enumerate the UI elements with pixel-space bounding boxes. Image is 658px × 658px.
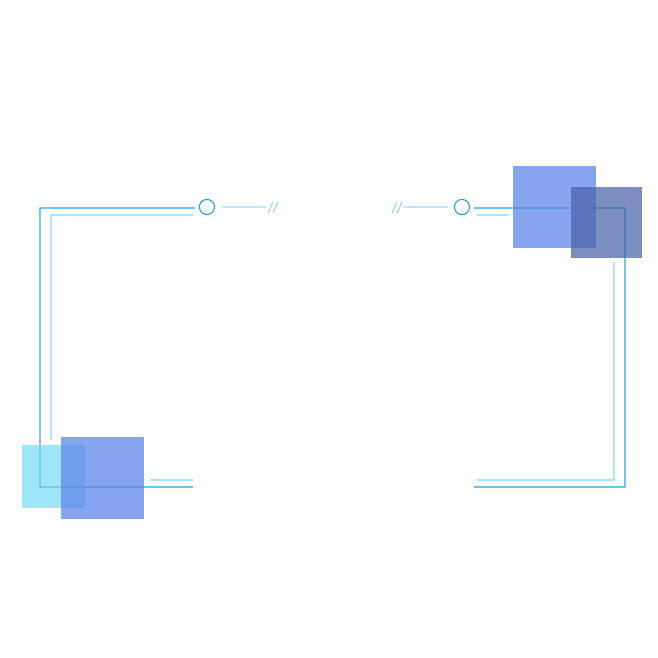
left-slash-mark-1 xyxy=(267,201,274,214)
left-circle-marker xyxy=(198,198,216,216)
right-slash-mark-1 xyxy=(391,201,398,214)
right-circle-marker xyxy=(453,198,471,216)
top-right-slate-square xyxy=(571,187,642,258)
right-slash-mark-2 xyxy=(396,201,403,214)
left-slash-mark-2 xyxy=(272,201,279,214)
right-inner-frame-line xyxy=(477,262,615,481)
left-inner-frame-line xyxy=(50,214,193,440)
bottom-left-blue-square xyxy=(61,437,144,519)
